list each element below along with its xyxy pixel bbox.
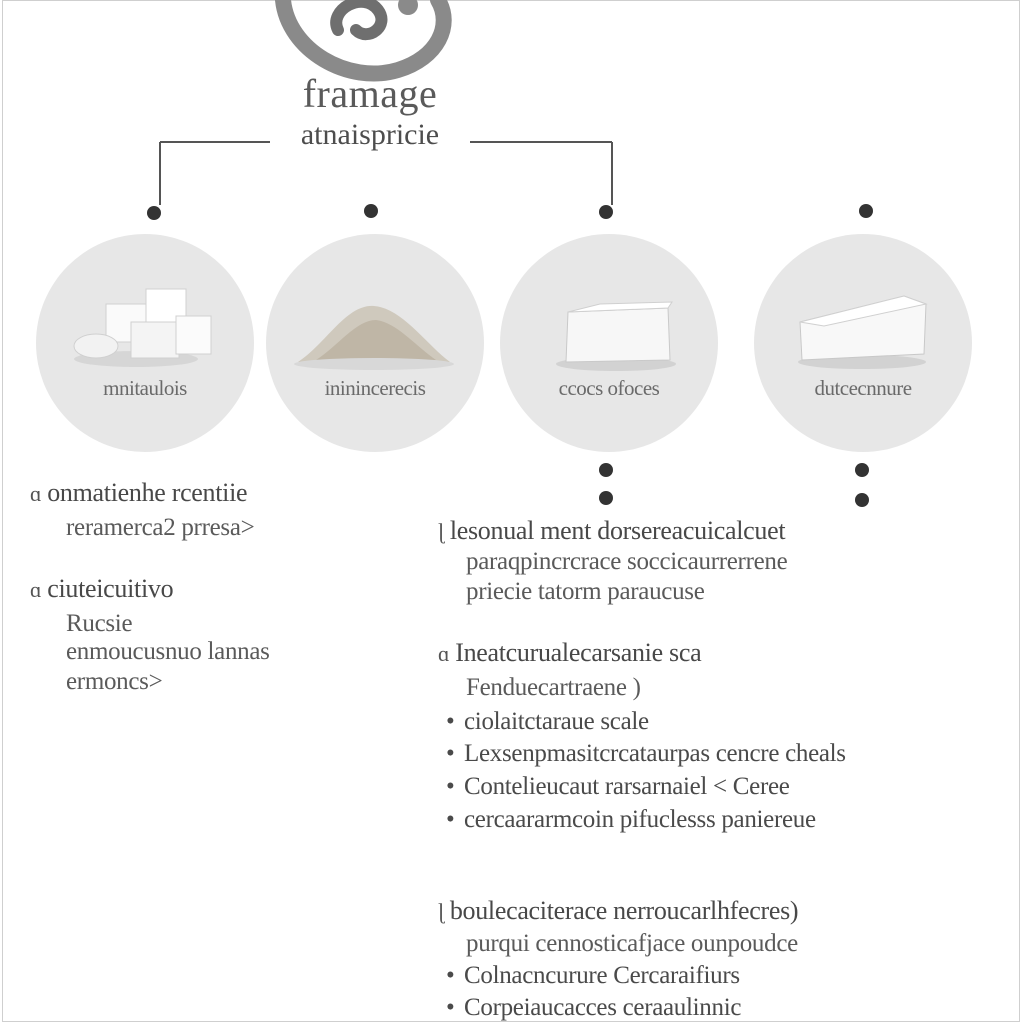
bullet-text: ciolaitctaraue scale — [464, 708, 649, 735]
right-note-2-bullet-4: •cercaararmcoin pifuclesss paniereue — [446, 806, 816, 833]
circle-label-1: mnitaulois — [103, 376, 187, 400]
cheese-circle-2: ininincerecis — [266, 234, 484, 452]
right-note-3-bullet-1: •Colnacncurure Cercaraifiurs — [446, 962, 740, 989]
note-marker-icon: ɑ — [30, 577, 42, 602]
right-note-2-bullet-1: •ciolaitctaraue scale — [446, 708, 649, 735]
grated-cheese-icon — [294, 305, 454, 370]
page-subtitle: atnaispricie — [300, 118, 440, 151]
circle-label-4: dutcecnnure — [814, 376, 912, 400]
left-note-2-line-3: ermoncs> — [66, 668, 163, 695]
right-note-3-text: boulecaciterace nerroucarlhfecres) — [449, 896, 799, 925]
bullet-text: cercaararmcoin pifuclesss paniereue — [464, 806, 816, 833]
cheese-circle-3: ccocs ofoces — [500, 234, 718, 452]
left-note-2-text: ciuteicuitivo — [47, 574, 174, 603]
bullet-text: Corpeiaucacces ceraaulinnic — [464, 994, 742, 1021]
right-note-1-line-1: paraqpincrcrace soccicaurrerrene — [466, 548, 788, 575]
cheese-wedge-icon — [798, 295, 928, 369]
note-marker-icon: ɑ — [30, 481, 42, 506]
left-note-2-line-2: enmoucusnuo lannas — [66, 638, 270, 665]
note-marker-icon: ɭ — [438, 899, 444, 924]
bullet-text: Lexsenpmasitcrcataurpas cencre cheals — [464, 740, 846, 767]
left-note-1-text: onmatienhe rcentiie — [47, 478, 248, 507]
right-note-1-text: lesonual ment dorsereacuicalcuet — [449, 516, 786, 545]
right-note-3-bullet-2: •Corpeiaucacces ceraaulinnic — [446, 994, 742, 1021]
left-note-1-line-1: reramerca2 prresa> — [66, 514, 255, 541]
right-note-2-text: Ineatcurualecarsanie sca — [455, 638, 702, 667]
cheese-circle-1: mnitaulois — [36, 234, 254, 452]
cheese-cubes-icon — [73, 288, 212, 367]
circle-label-3: ccocs ofoces — [558, 376, 660, 400]
circle-label-2: ininincerecis — [324, 376, 426, 400]
right-note-2-line-1: Fenduecartraene ) — [466, 674, 641, 701]
right-note-3-line-1: purqui cennosticafjace ounpoudce — [466, 930, 798, 957]
right-note-2-bullet-2: •Lexsenpmasitcrcataurpas cencre cheals — [446, 740, 846, 767]
bullet-text: Colnacncurure Cercaraifiurs — [464, 962, 740, 989]
bullet-text: Contelieucaut rarsarnaiel < Ceree — [464, 773, 790, 800]
cheese-circle-4: dutcecnnure — [754, 234, 972, 452]
swirl-logo-icon — [275, 0, 452, 82]
page-title: framage — [302, 71, 438, 116]
left-note-2-line-1: Rucsie — [66, 610, 133, 637]
note-marker-icon: ɭ — [438, 519, 444, 544]
cheese-block-icon — [556, 301, 676, 371]
note-marker-icon: ɑ — [438, 641, 450, 666]
right-note-1-line-2: priecie tatorm paraucuse — [466, 578, 705, 605]
right-note-2-bullet-3: •Contelieucaut rarsarnaiel < Ceree — [446, 773, 790, 800]
